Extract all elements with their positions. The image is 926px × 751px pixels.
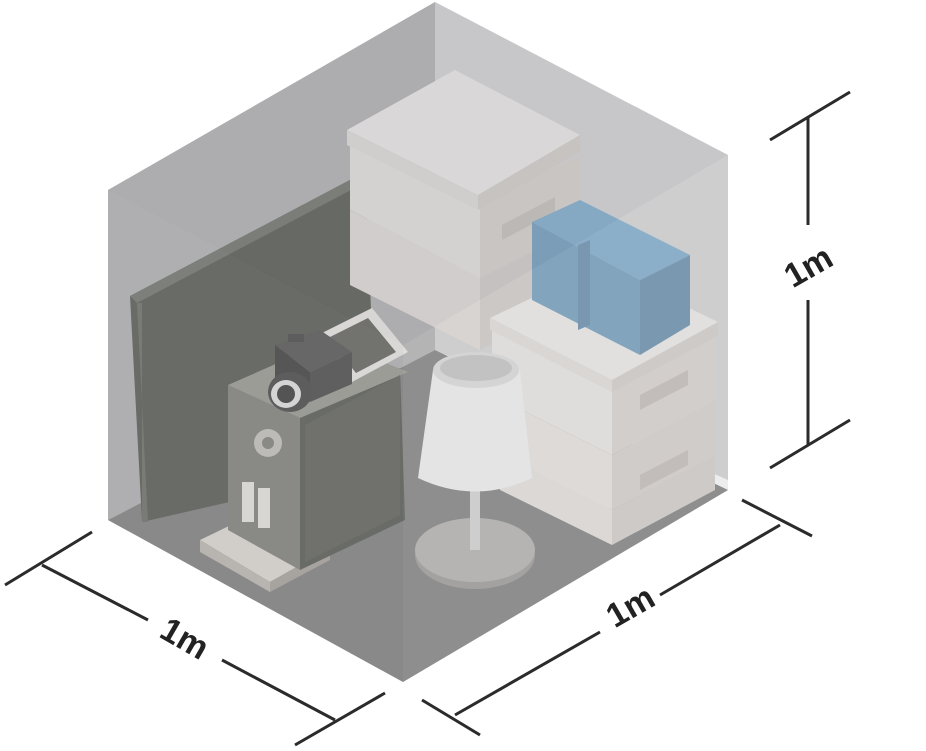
width-label: 1m	[154, 610, 216, 667]
unit-glass-cube	[108, 2, 728, 682]
lamp-icon	[415, 352, 535, 589]
height-dimension-line	[769, 90, 851, 470]
depth-label: 1m	[600, 578, 662, 635]
width-dimension-line	[4, 530, 386, 747]
depth-dimension-line	[421, 498, 813, 737]
storage-box-icon	[532, 200, 690, 355]
storage-box-icon	[347, 70, 580, 350]
height-label: 1m	[778, 238, 840, 295]
camera-icon	[268, 330, 352, 412]
